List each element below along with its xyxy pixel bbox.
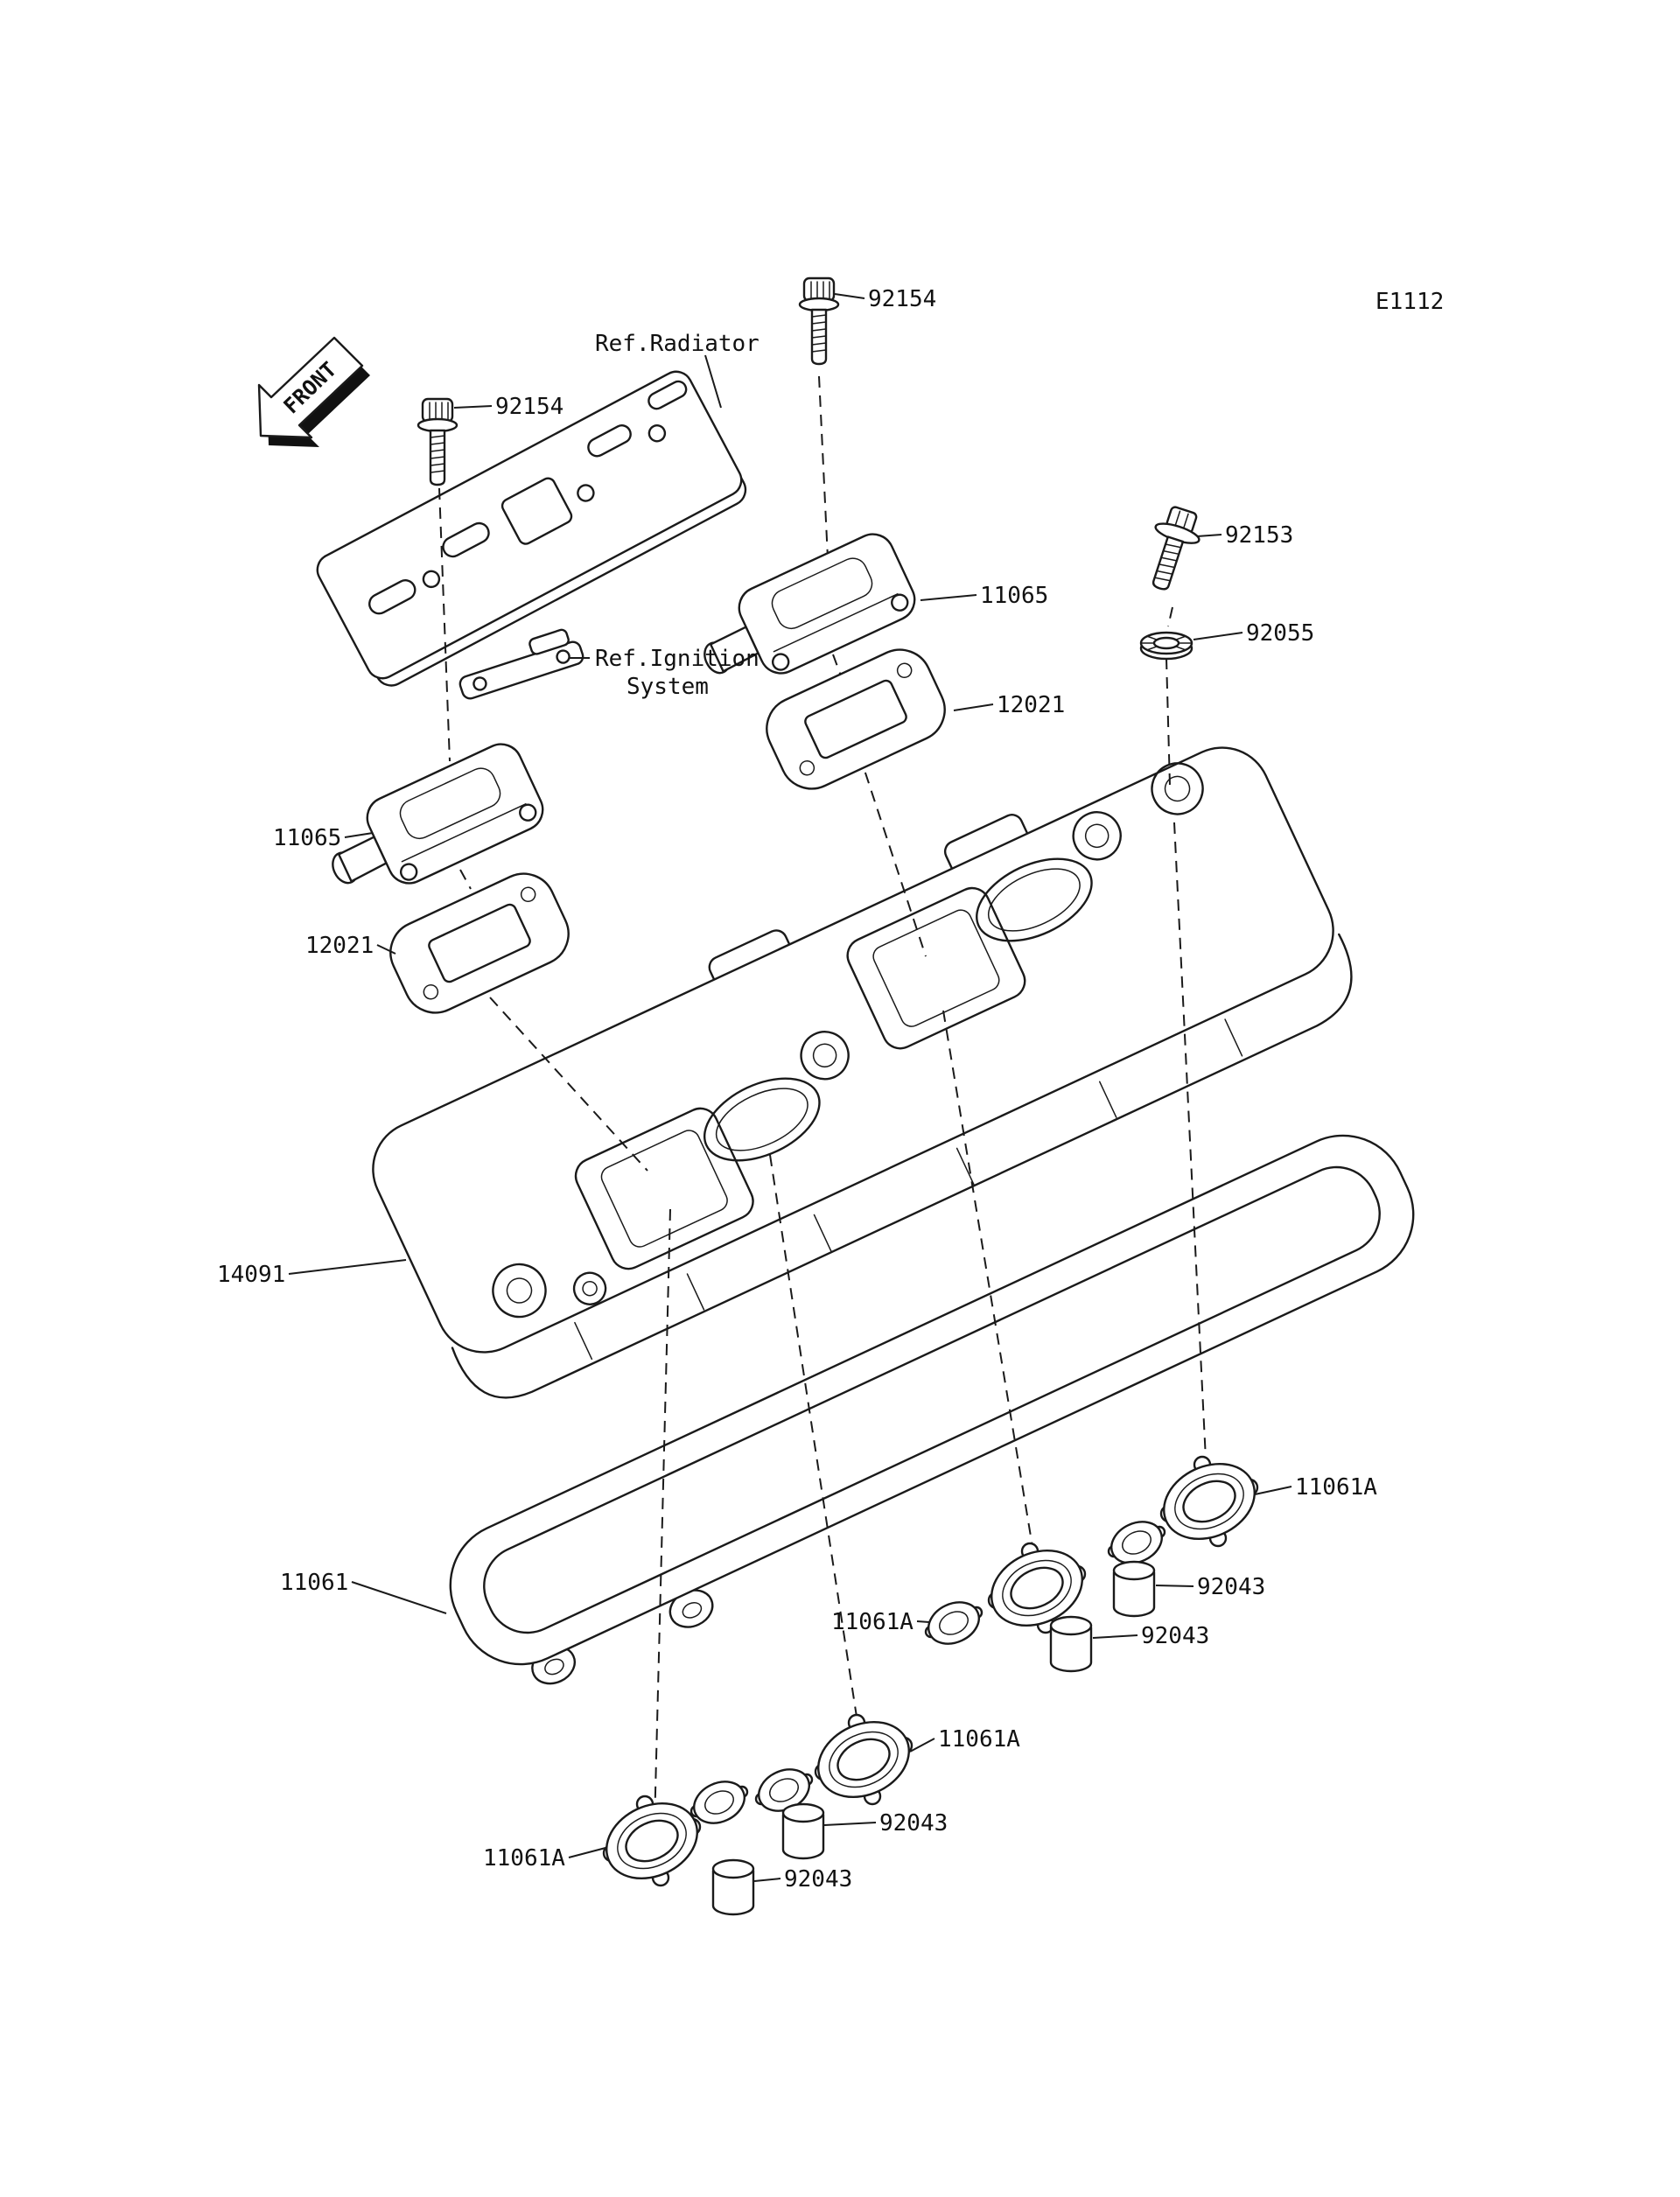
label-92153: 92153 [1225,522,1293,549]
damper-bottom [711,1858,755,1916]
label-92055: 92055 [1246,620,1314,647]
leader-92043-mid [1092,1634,1138,1639]
assembly-axes [438,375,1207,1828]
leader-92154-left [453,405,493,409]
axis-left-bolt [438,487,451,762]
leader-11061 [351,1581,447,1614]
label-ref-radiator: Ref.Radiator [595,331,760,357]
radiator-bracket [316,370,747,687]
label-11061a-right: 11061A [1295,1474,1377,1501]
leader-92153 [1196,534,1222,537]
label-ref-ignition-1: Ref.Ignition [595,646,760,672]
axis-cover-bottomring [654,1208,671,1828]
axis-washer-cover [1166,657,1171,787]
axis-right-gasket-cover [858,753,927,957]
axis-cover-thirdring [769,1154,861,1740]
front-arrow: FRONT [257,336,370,447]
label-92154-left: 92154 [495,394,564,420]
axis-cover-rightring [1173,822,1207,1460]
leader-ref-radiator [704,354,722,409]
leader-92043-bottom [753,1878,781,1882]
label-11065-right: 11065 [980,583,1048,609]
leader-92043-right [1155,1585,1194,1587]
label-11061a-bottom: 11061A [483,1845,565,1872]
axis-top-bolt [818,375,829,559]
label-92043-mid: 92043 [1141,1623,1209,1649]
ignition-bracket [458,628,584,700]
front-arrow-face [257,336,364,439]
axis-left-cover-gasket [459,869,472,890]
bolt-92154-top [798,276,840,366]
leader-92055 [1193,632,1243,640]
leader-11061a-bottom [568,1847,606,1858]
label-92043-right: 92043 [1197,1574,1265,1600]
label-11065-left: 11065 [273,825,341,851]
label-11061a-third: 11061A [938,1726,1020,1753]
damper-third [781,1802,825,1860]
bolt-92153 [1152,506,1200,591]
leader-14091 [288,1259,407,1275]
plug-gasket-bottom-large [592,1788,711,1894]
axis-92153-washer [1167,606,1173,627]
plug-gasket-mid-small [920,1593,987,1653]
label-ref-ignition-2: System [626,674,709,700]
label-12021-right: 12021 [997,692,1065,718]
plug-gasket-third-large [804,1706,923,1813]
leader-11065-right [920,594,977,601]
cylinder-head-cover [372,746,1353,1399]
leader-11061a-right [1254,1486,1292,1495]
damper-right [1112,1560,1156,1618]
axis-left-gasket-cover [489,997,648,1172]
label-11061a-mid: 11061A [831,1609,914,1635]
label-92154-top: 92154 [868,286,936,312]
head-cover-gasket [449,1134,1415,1685]
label-14091: 14091 [217,1262,285,1288]
leader-11065-left [344,832,374,838]
part-labels: E1112 92154 Ref.Radiator 92154 92153 920… [217,286,1444,1893]
leader-11061a-mid [916,1620,930,1623]
label-92043-third: 92043 [879,1810,948,1837]
leader-92043-third [823,1822,877,1826]
plug-gasket-right-large [1150,1448,1269,1555]
label-12021-left: 12021 [305,933,374,959]
leader-lines [288,293,1292,1882]
leader-11061a-third [909,1738,935,1753]
leader-12021-left [376,944,396,955]
label-92043-bottom: 92043 [784,1866,852,1893]
breather-gasket-left [379,862,580,1025]
label-11061: 11061 [280,1570,348,1596]
washer-92055 [1139,631,1194,661]
leader-92154-top [834,293,865,299]
bolt-92154-left [416,397,458,486]
leader-12021-right [953,703,994,711]
diagram-code: E1112 [1376,289,1444,315]
axis-cover-midring [942,1010,1033,1548]
damper-mid [1049,1615,1093,1673]
